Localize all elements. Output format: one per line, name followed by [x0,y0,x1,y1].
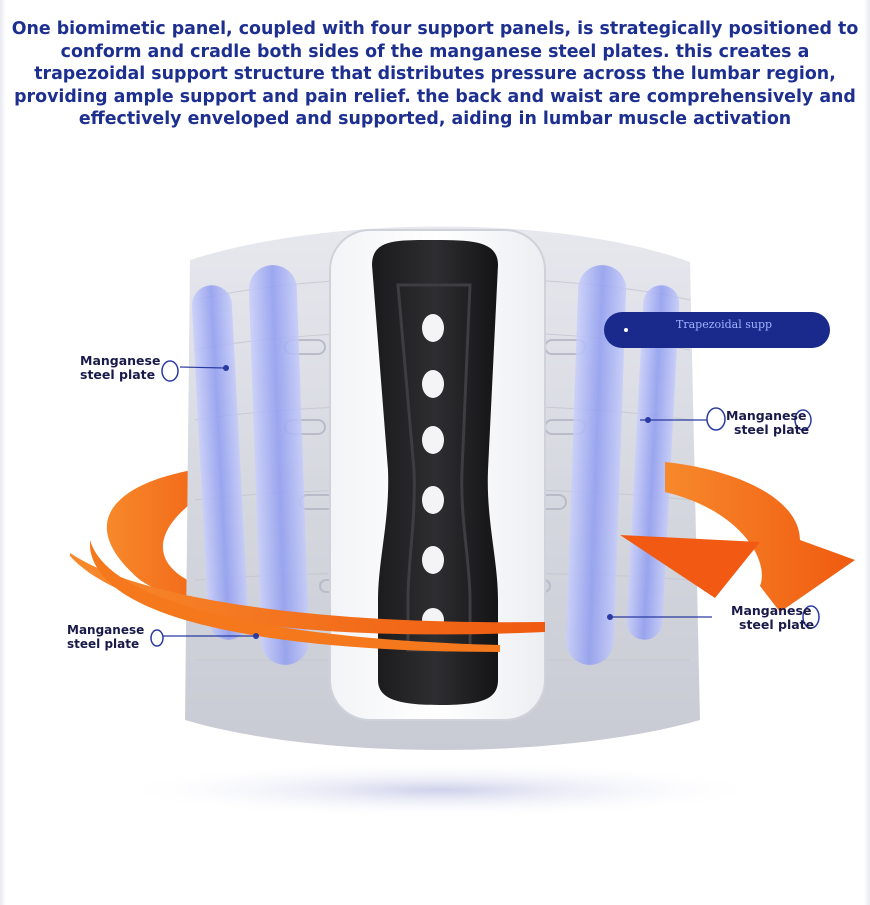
plate-right-inner [565,265,627,665]
callout-line-2: steel plate [734,421,810,437]
callout-rings [150,360,820,647]
trapezoidal-pill [604,312,830,348]
pill-dot [624,328,628,332]
callout-line-1: Manganese [726,408,807,423]
orange-arrow-back [106,468,240,612]
callout-line-1: Manganese [80,353,161,368]
steel-plates [191,265,680,665]
callout-line-1: Manganese [731,603,812,618]
callout-line-2: steel plate [80,366,156,382]
callout-leaders [163,366,712,637]
callout-line-1: Manganese [67,623,145,637]
callout-right-lower: Manganese steel plate [731,604,814,631]
callout-right-upper: Manganese steel plate [726,409,809,436]
callout-dots [223,365,651,639]
orange-arrow-right [665,462,855,612]
headline-text: One biomimetic panel, coupled with four … [11,19,859,129]
spine-holes [422,314,444,632]
spine-plate [372,240,498,705]
orange-arrow-front-left [70,553,545,635]
plate-left-outer [191,285,249,640]
orange-arrow-front-sweep [90,540,500,652]
plate-left-inner [248,265,310,665]
callout-left-lower: Manganese steel plate [67,623,145,651]
orange-arrow-head [620,535,760,598]
callout-line-2: steel plate [739,616,815,632]
callout-left-upper: Manganese steel plate [80,354,160,381]
ground-shadow [110,762,770,818]
callout-line-2: steel plate [67,636,140,651]
trapezoidal-support-label: Trapezoidal supp [676,318,773,331]
